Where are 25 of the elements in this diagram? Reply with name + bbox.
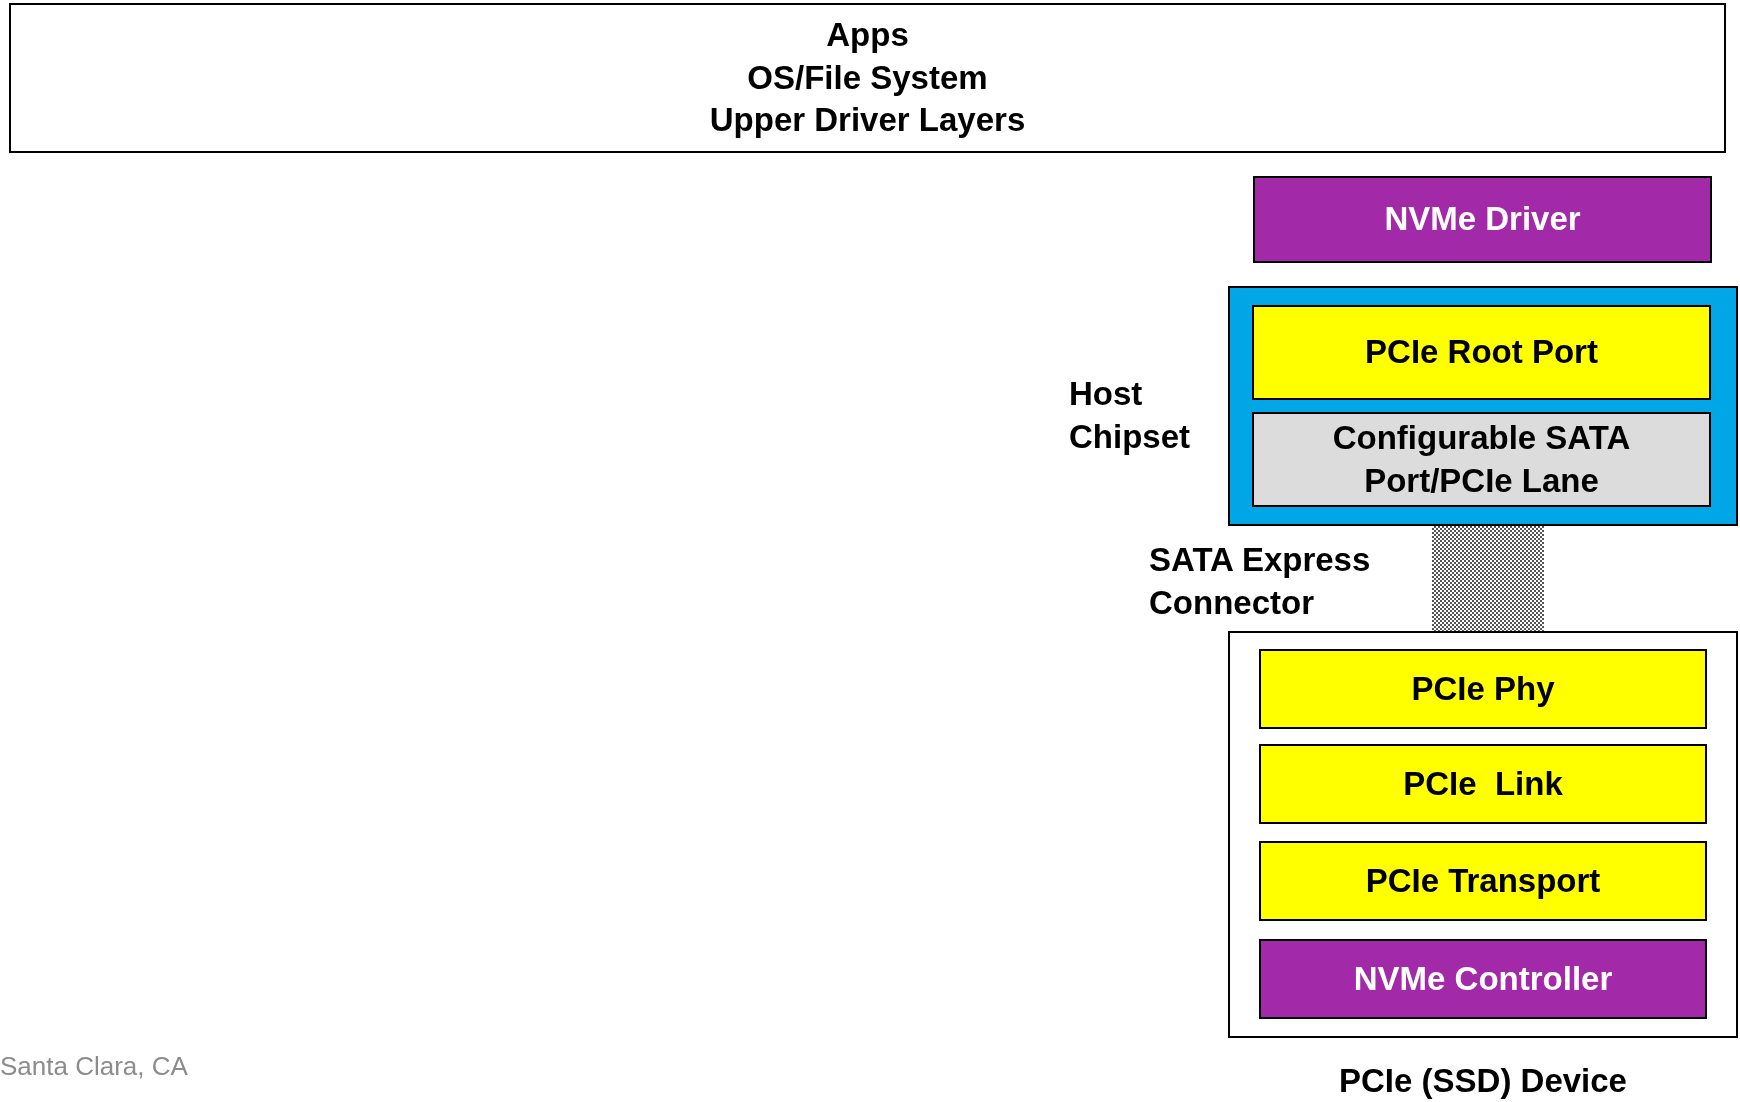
box-label: Apps [826,14,909,55]
group-heading: PCIe (SSD) Device [1338,1061,1628,1101]
box-label: NVMe Driver [1384,199,1581,240]
layer-box [9,3,1726,153]
connector-bar [1432,526,1544,631]
box-label: OS/File System [747,57,988,98]
layer-box [1259,744,1707,824]
port-box [1252,412,1711,507]
box-label: NVMe Controller [1353,958,1613,999]
connector-label: SATA Express Connector [1149,540,1372,623]
box-label: PCIe Phy [1411,668,1555,709]
box-label: Upper Driver Layers [709,100,1026,141]
device-box [1228,631,1738,1038]
layer-box [1259,841,1707,921]
driver-box [1253,176,1712,263]
chipset-box [1228,286,1738,526]
footer-note: Santa Clara, CA [0,1050,189,1083]
port-box [1252,305,1711,400]
group-heading: Host Chipset [1069,374,1191,457]
box-label: PCIe Link [1403,763,1563,804]
box-label: Configurable SATA Port/PCIe Lane [1331,417,1632,501]
box-label: PCIe Root Port [1365,332,1598,373]
box-label: PCIe Transport [1365,860,1601,901]
layer-box [1259,649,1707,729]
controller-box [1259,939,1707,1019]
